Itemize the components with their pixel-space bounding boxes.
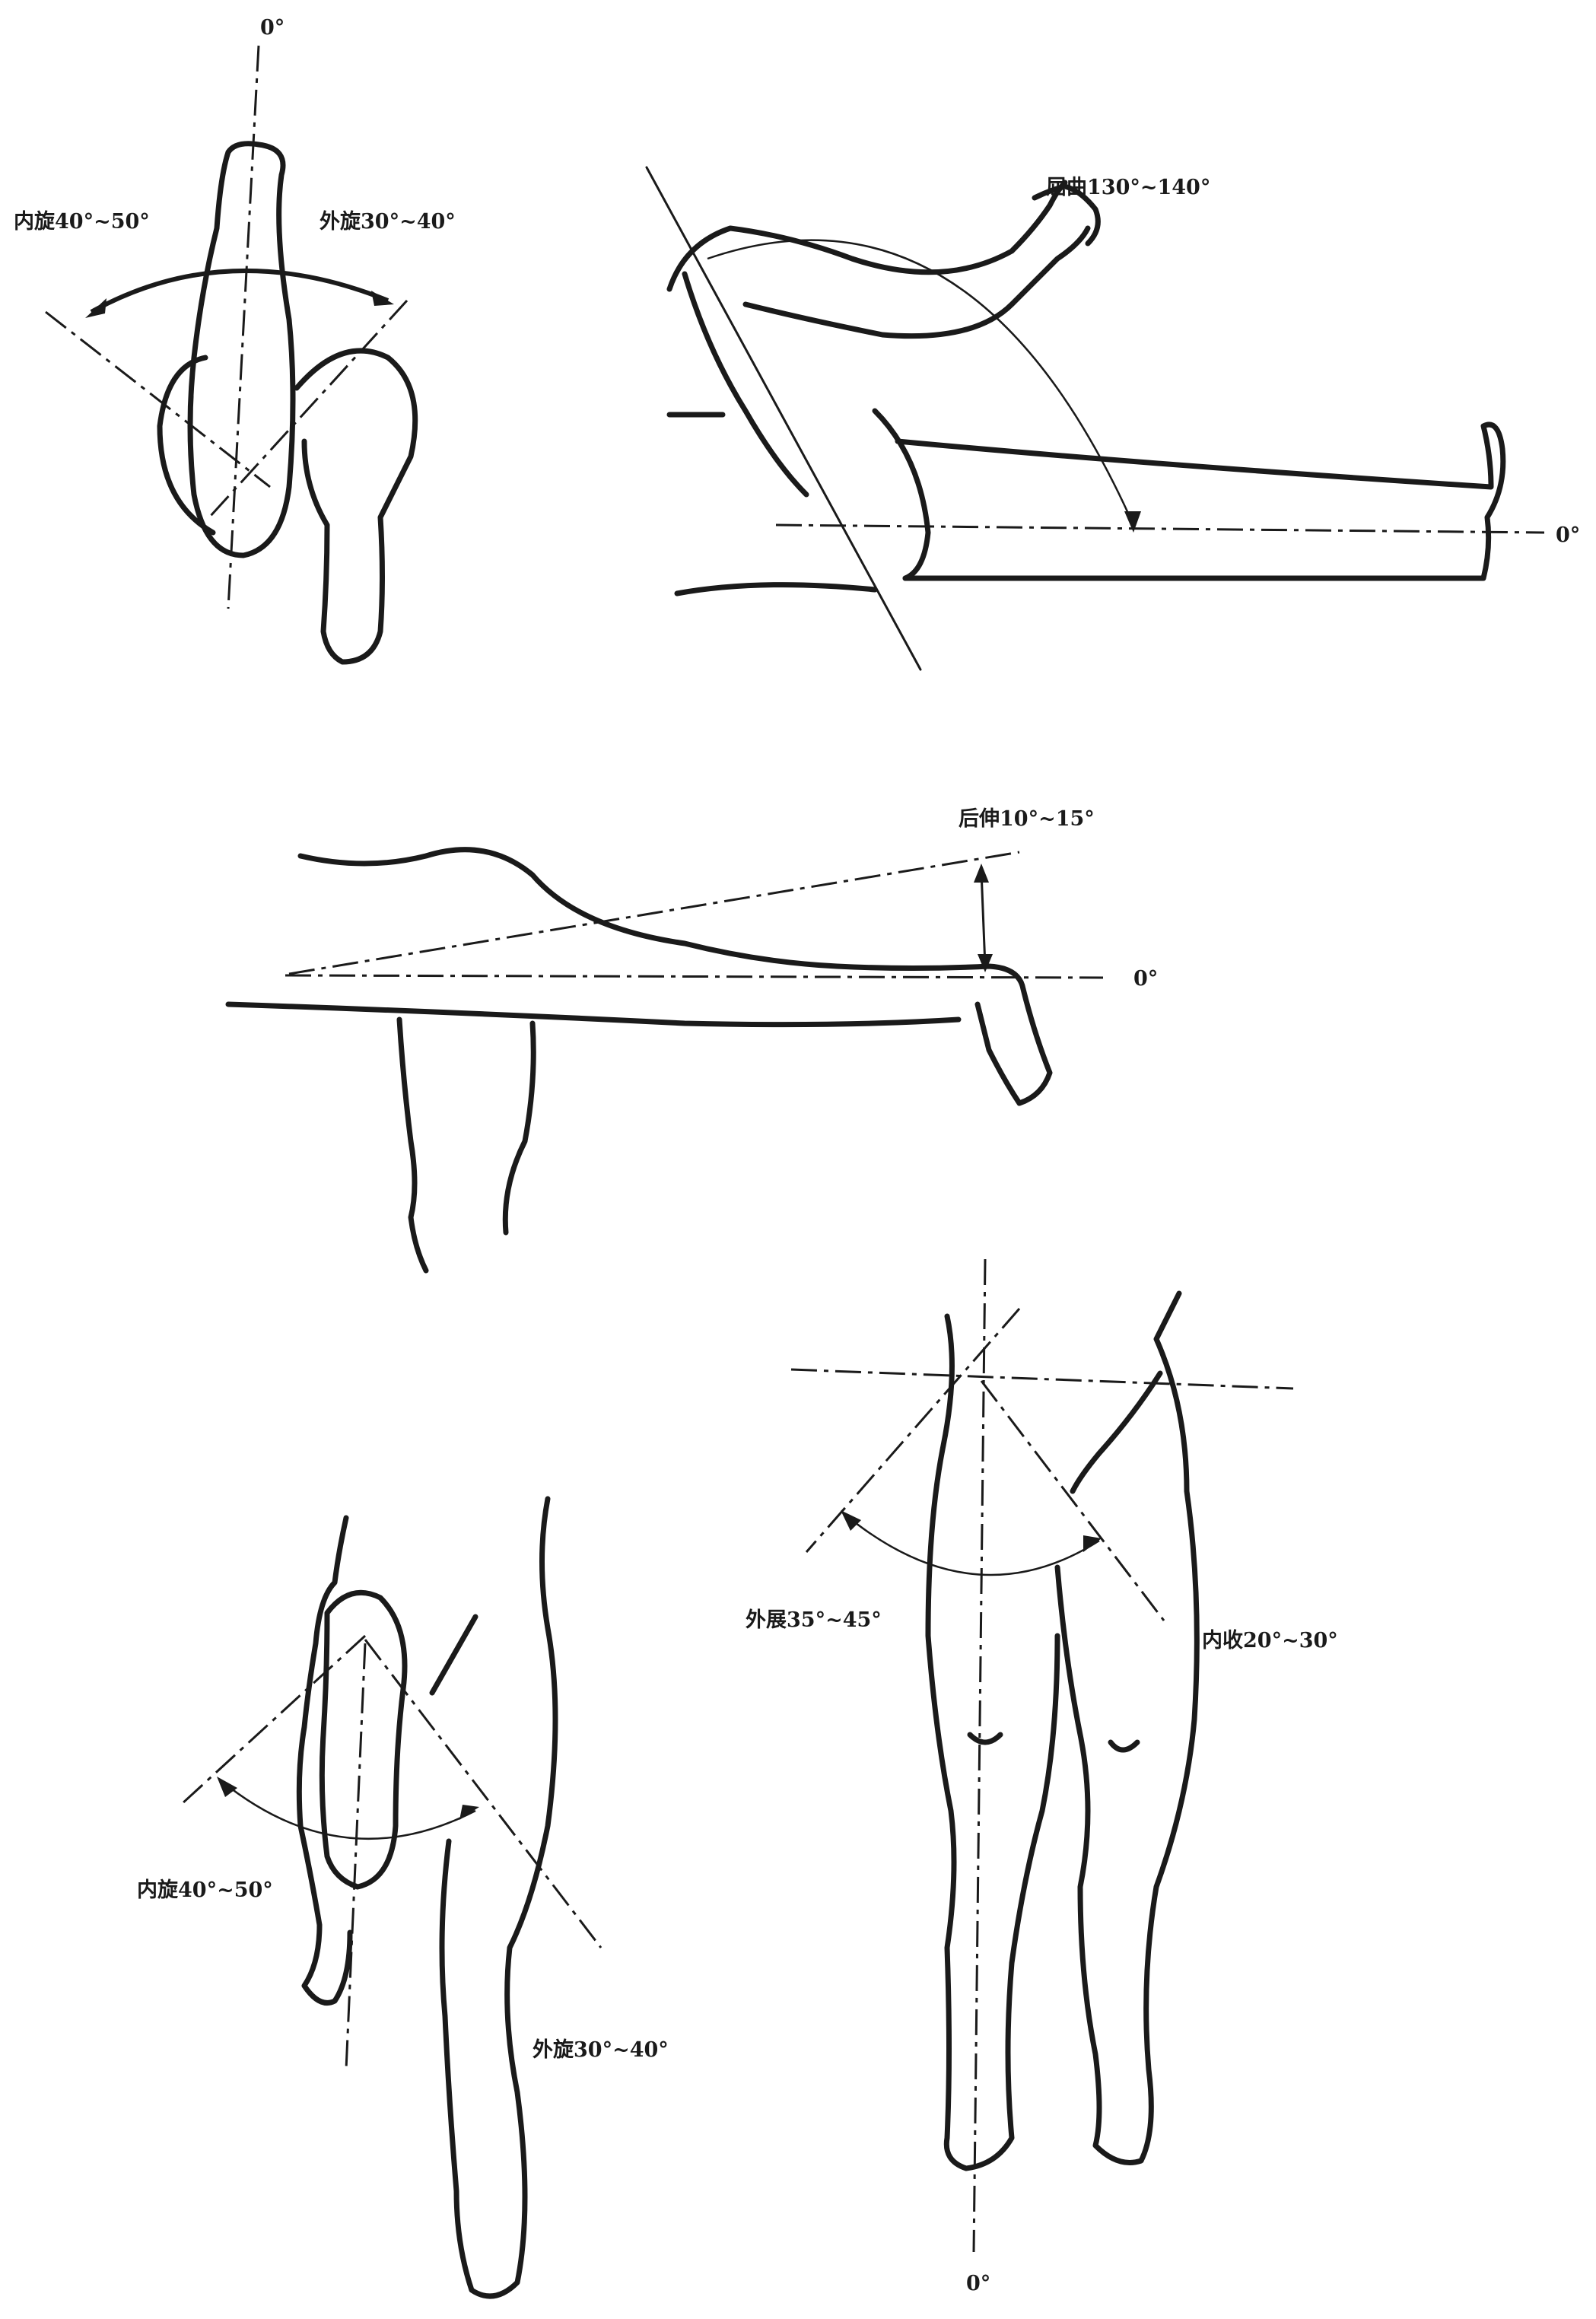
external-rotation-label-1: 外旋30°~40° (320, 210, 456, 234)
prone-knee-mark (432, 1617, 475, 1693)
prone-external-line (365, 1640, 601, 1948)
panel-abduction-adduction (791, 1259, 1293, 2252)
abad-zero-axis (974, 1259, 985, 2252)
arc-arrow-left (85, 298, 107, 318)
arc-arrow-right (371, 291, 394, 306)
panel-rotation-supine (46, 46, 415, 662)
extended-leg-outline (898, 425, 1503, 578)
adduction-line (981, 1381, 1164, 1621)
knee-outline (160, 358, 213, 533)
prone-internal-line (183, 1636, 365, 1803)
internal-rotation-label-2: 内旋40°~50° (137, 1878, 273, 1902)
body-lower-outline (228, 1004, 959, 1025)
internal-rotation-line (46, 312, 270, 487)
panel-flexion (647, 167, 1544, 670)
zero-label-1: 0° (260, 16, 285, 40)
right-knee-mark (1111, 1742, 1137, 1750)
extension-measure-line (981, 871, 985, 966)
other-leg-outline (297, 351, 415, 662)
prone-rotation-arc (221, 1780, 475, 1839)
extension-line (289, 852, 1019, 974)
prone-arrow-left (217, 1777, 237, 1797)
prone-arrow-right (459, 1805, 479, 1820)
thigh-outline-front (875, 411, 928, 578)
zero-label-3: 0° (1133, 967, 1158, 991)
extension-arrow-top (974, 864, 989, 883)
zero-label-2: 0° (1556, 523, 1580, 547)
external-rotation-label-2: 外旋30°~40° (533, 2038, 669, 2062)
extension-label: 后伸10°~15° (959, 807, 1095, 831)
reference-axis-line (228, 46, 259, 609)
abad-arc (844, 1514, 1099, 1575)
supporting-leg-left (399, 1020, 426, 1271)
rotation-arc (91, 271, 388, 312)
abduction-label: 外展35°~45° (746, 1608, 882, 1632)
table-edge-bottom (677, 585, 875, 593)
pelvic-reference-line (791, 1369, 1293, 1389)
abad-arrow-right (1083, 1535, 1102, 1552)
prone-support-leg (442, 1499, 555, 2296)
shin-lower-outline (746, 228, 1088, 336)
adduction-label: 内收20°~30° (1202, 1629, 1338, 1653)
extension-zero-line (285, 975, 1103, 978)
prone-reference-axis (346, 1643, 365, 2069)
shin-upper-outline (669, 183, 1065, 289)
flexion-label: 屈曲130°~140° (1046, 176, 1210, 199)
raised-leg-outline (190, 144, 293, 555)
abad-arrow-left (841, 1510, 861, 1531)
panel-extension (228, 850, 1103, 1271)
left-knee-mark (970, 1735, 1000, 1742)
zero-label-5: 0° (966, 2272, 990, 2295)
flexion-zero-line (776, 525, 1544, 533)
supporting-leg-right (505, 1023, 533, 1233)
pelvis-outline (1073, 1373, 1160, 1491)
abduction-line (806, 1309, 1019, 1552)
internal-rotation-label-1: 内旋40°~50° (14, 210, 150, 234)
extension-arrow-bottom (978, 954, 993, 972)
